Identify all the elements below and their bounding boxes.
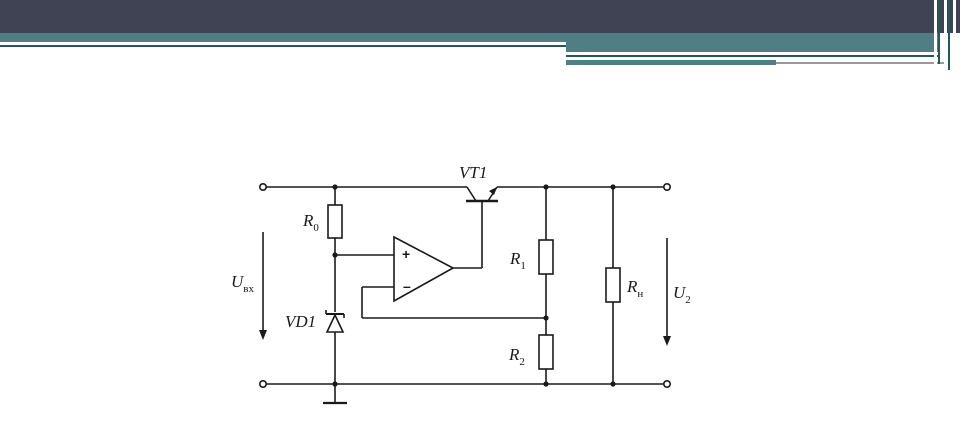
resistor-r1 [538,239,554,275]
vertical-stripe-2 [938,0,940,64]
transistor-vt1 [466,186,498,203]
zener-diode-vd1 [325,310,345,333]
slide-header-bar [0,0,960,33]
vertical-stripe-1 [934,0,937,64]
dark-stripe-right [566,55,940,57]
resistor-r0 [327,204,343,239]
slide-header-decoration [0,0,956,70]
terminal-out-top [662,183,671,192]
label-r0: R0 [302,211,319,234]
terminal-in-bottom [258,379,267,388]
terminal-out-bottom [662,379,671,388]
label-vt1: VT1 [459,163,487,182]
teal-stripe-left [0,33,566,42]
label-vd1: VD1 [285,312,316,331]
white-stripe-left [0,42,566,45]
circuit-wires [266,186,664,405]
junction-dots [332,184,616,387]
white-stripe-right [566,52,940,55]
teal-stripe-right [566,33,940,52]
vertical-stripe-3 [944,0,947,64]
label-u2: U2 [673,283,691,306]
teal-stripe-right-lower [566,60,776,65]
label-uin: Uвх [231,272,254,295]
dark-stripe-left [0,45,566,47]
label-r2: R2 [508,345,525,368]
op-amp-minus-label: – [403,278,411,294]
terminals [258,183,671,388]
label-rn: Rн [626,277,643,300]
voltage-arrows [259,232,671,346]
resistor-rn [605,267,621,303]
op-amp-plus-label: + [402,246,410,262]
terminal-in-top [258,183,267,192]
label-r1: R1 [509,249,526,272]
resistor-r2 [538,334,554,370]
vertical-stripe-4 [948,0,950,70]
op-amp: + – [393,235,455,303]
vertical-stripe-5 [953,0,956,70]
